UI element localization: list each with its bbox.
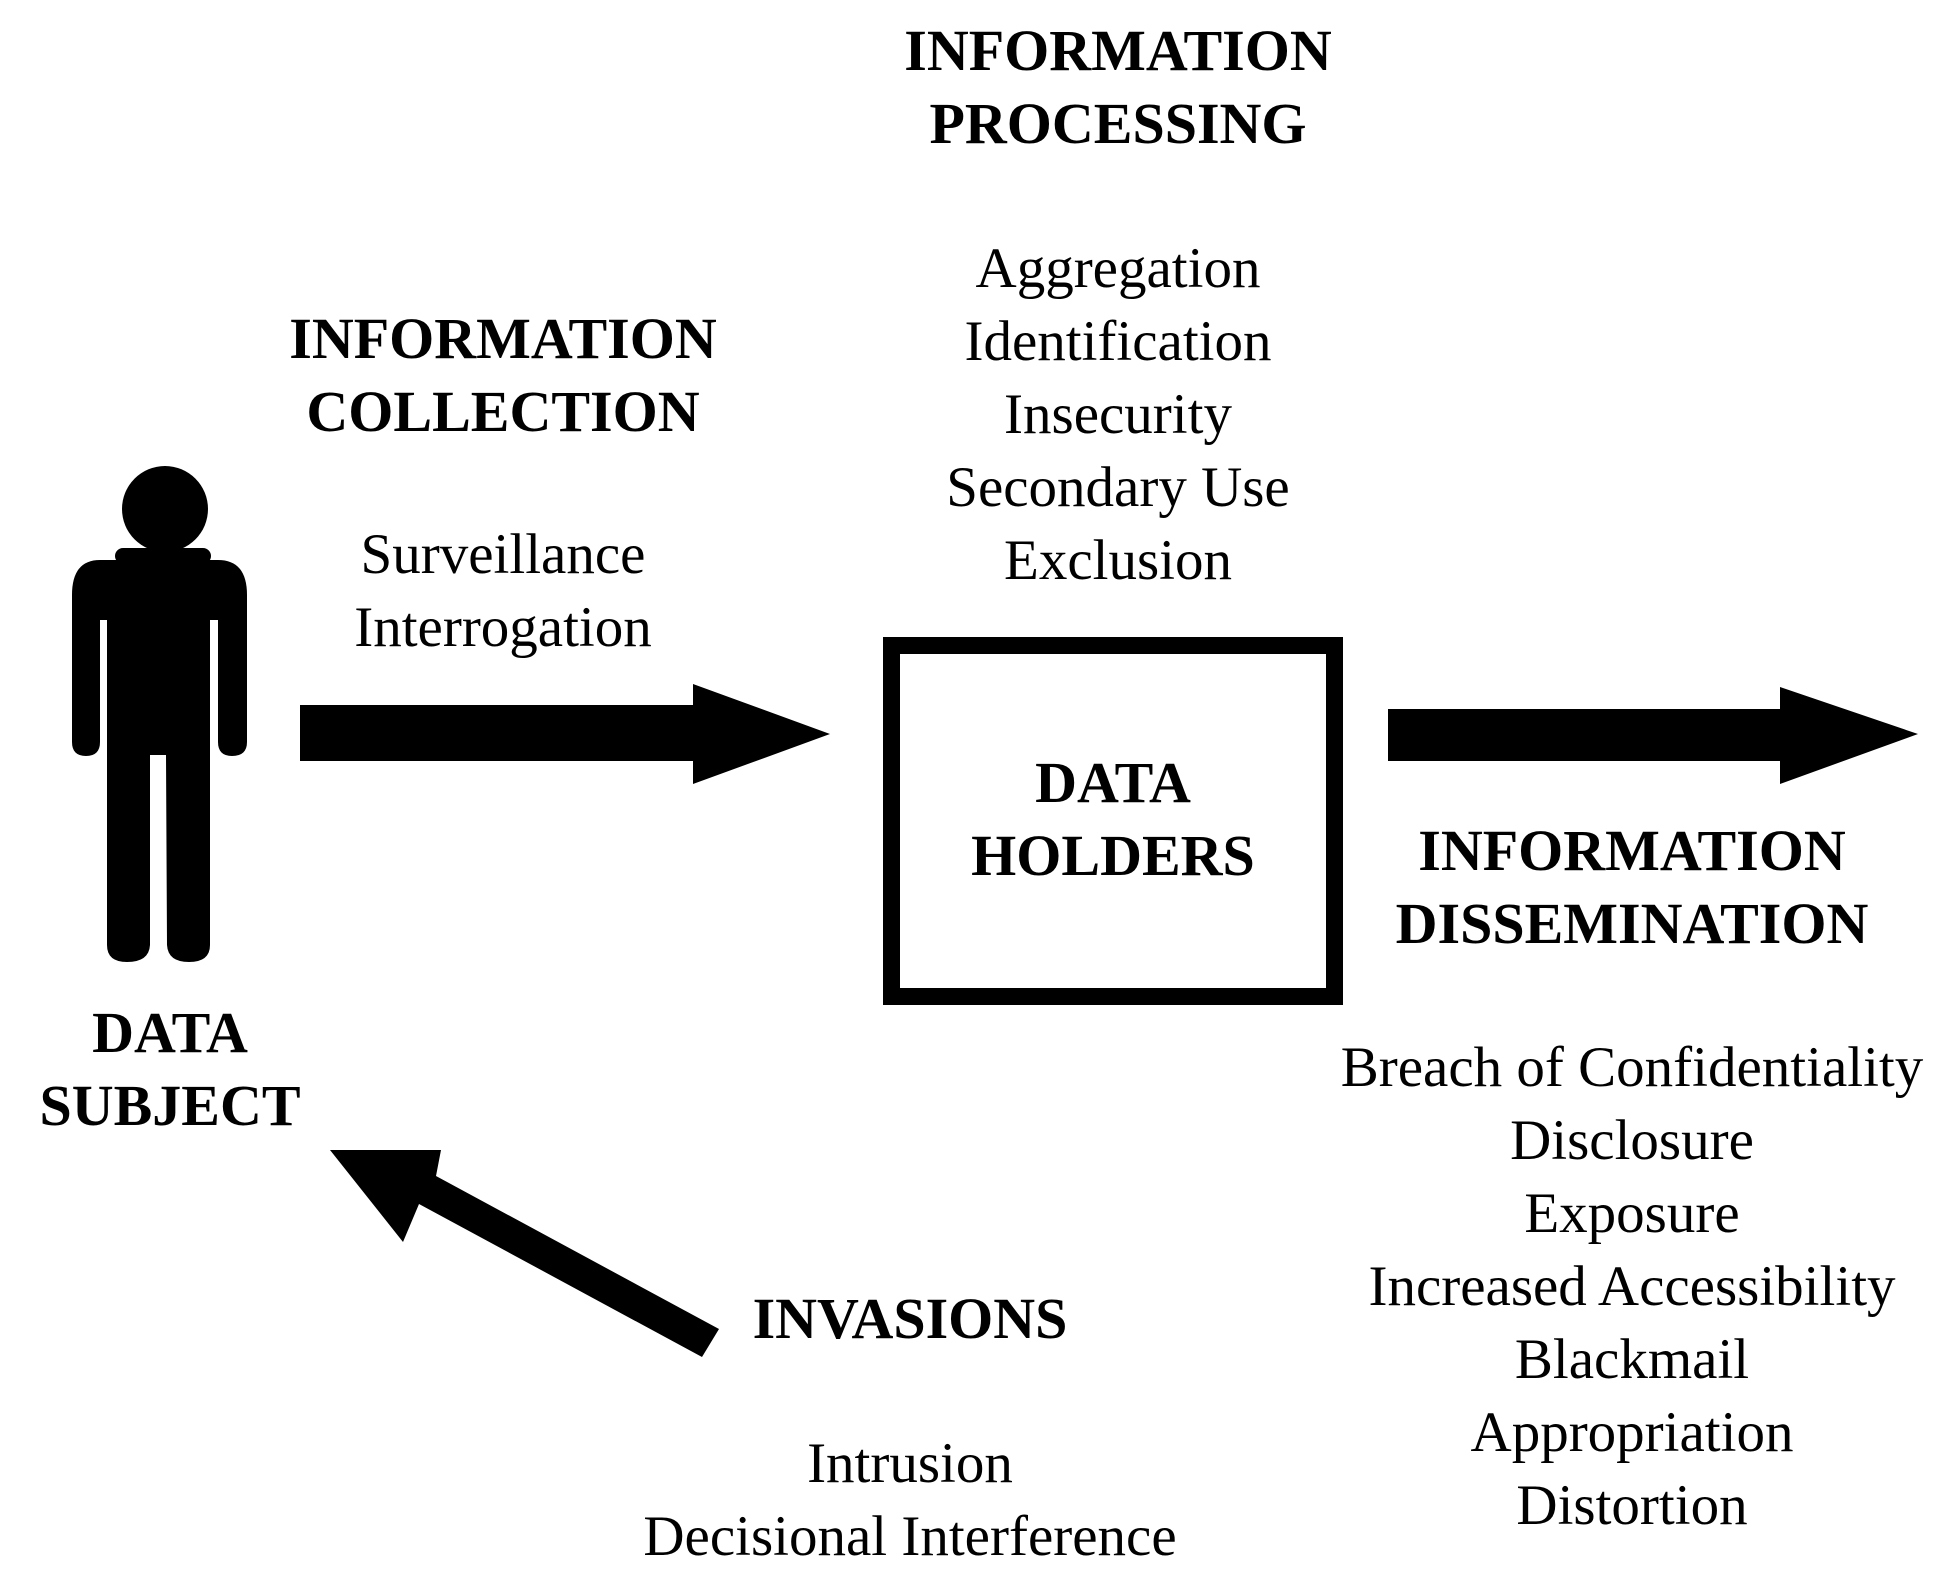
processing-heading: INFORMATION PROCESSING	[868, 14, 1368, 160]
list-item: Disclosure	[1510, 1109, 1754, 1172]
data-subject-label-line: SUBJECT	[39, 1073, 301, 1138]
list-item: Intrusion	[807, 1432, 1013, 1495]
person-icon	[72, 466, 247, 962]
collection-list: Surveillance Interrogation	[253, 518, 753, 664]
data-holders-box	[883, 637, 1343, 1005]
invasions-heading-line: INVASIONS	[752, 1286, 1068, 1351]
list-item: Exposure	[1524, 1182, 1740, 1245]
processing-heading-line: PROCESSING	[929, 91, 1307, 156]
processing-list: Aggregation Identification Insecurity Se…	[868, 232, 1368, 597]
list-item: Decisional Interference	[643, 1505, 1177, 1568]
list-item: Identification	[964, 310, 1272, 373]
invasions-list: Intrusion Decisional Interference	[580, 1427, 1240, 1573]
list-item: Interrogation	[354, 596, 652, 659]
dissemination-heading-line: DISSEMINATION	[1395, 891, 1869, 956]
list-item: Secondary Use	[946, 456, 1290, 519]
data-subject-label-line: DATA	[92, 1000, 248, 1065]
data-holders-label-line: HOLDERS	[971, 823, 1255, 888]
list-item: Increased Accessibility	[1368, 1255, 1896, 1318]
processing-heading-line: INFORMATION	[904, 18, 1332, 83]
dissemination-heading-line: INFORMATION	[1418, 818, 1846, 883]
list-item: Aggregation	[975, 237, 1261, 300]
data-holders-label: DATA HOLDERS	[900, 746, 1326, 892]
dissemination-heading: INFORMATION DISSEMINATION	[1352, 814, 1912, 960]
collection-heading-line: INFORMATION	[289, 306, 717, 371]
list-item: Surveillance	[360, 523, 646, 586]
data-subject-label: DATA SUBJECT	[20, 996, 320, 1142]
list-item: Appropriation	[1470, 1401, 1794, 1464]
collection-heading-line: COLLECTION	[306, 379, 700, 444]
invasions-arrow	[330, 1150, 719, 1357]
list-item: Exclusion	[1004, 529, 1232, 592]
list-item: Breach of Confidentiality	[1340, 1036, 1924, 1099]
invasions-heading: INVASIONS	[710, 1282, 1110, 1355]
collection-heading: INFORMATION COLLECTION	[253, 302, 753, 448]
collection-arrow	[300, 684, 830, 784]
list-item: Distortion	[1516, 1474, 1748, 1537]
list-item: Blackmail	[1514, 1328, 1750, 1391]
list-item: Insecurity	[1004, 383, 1232, 446]
dissemination-list: Breach of Confidentiality Disclosure Exp…	[1292, 1031, 1957, 1542]
data-holders-label-line: DATA	[1035, 750, 1191, 815]
dissemination-arrow	[1388, 687, 1918, 784]
